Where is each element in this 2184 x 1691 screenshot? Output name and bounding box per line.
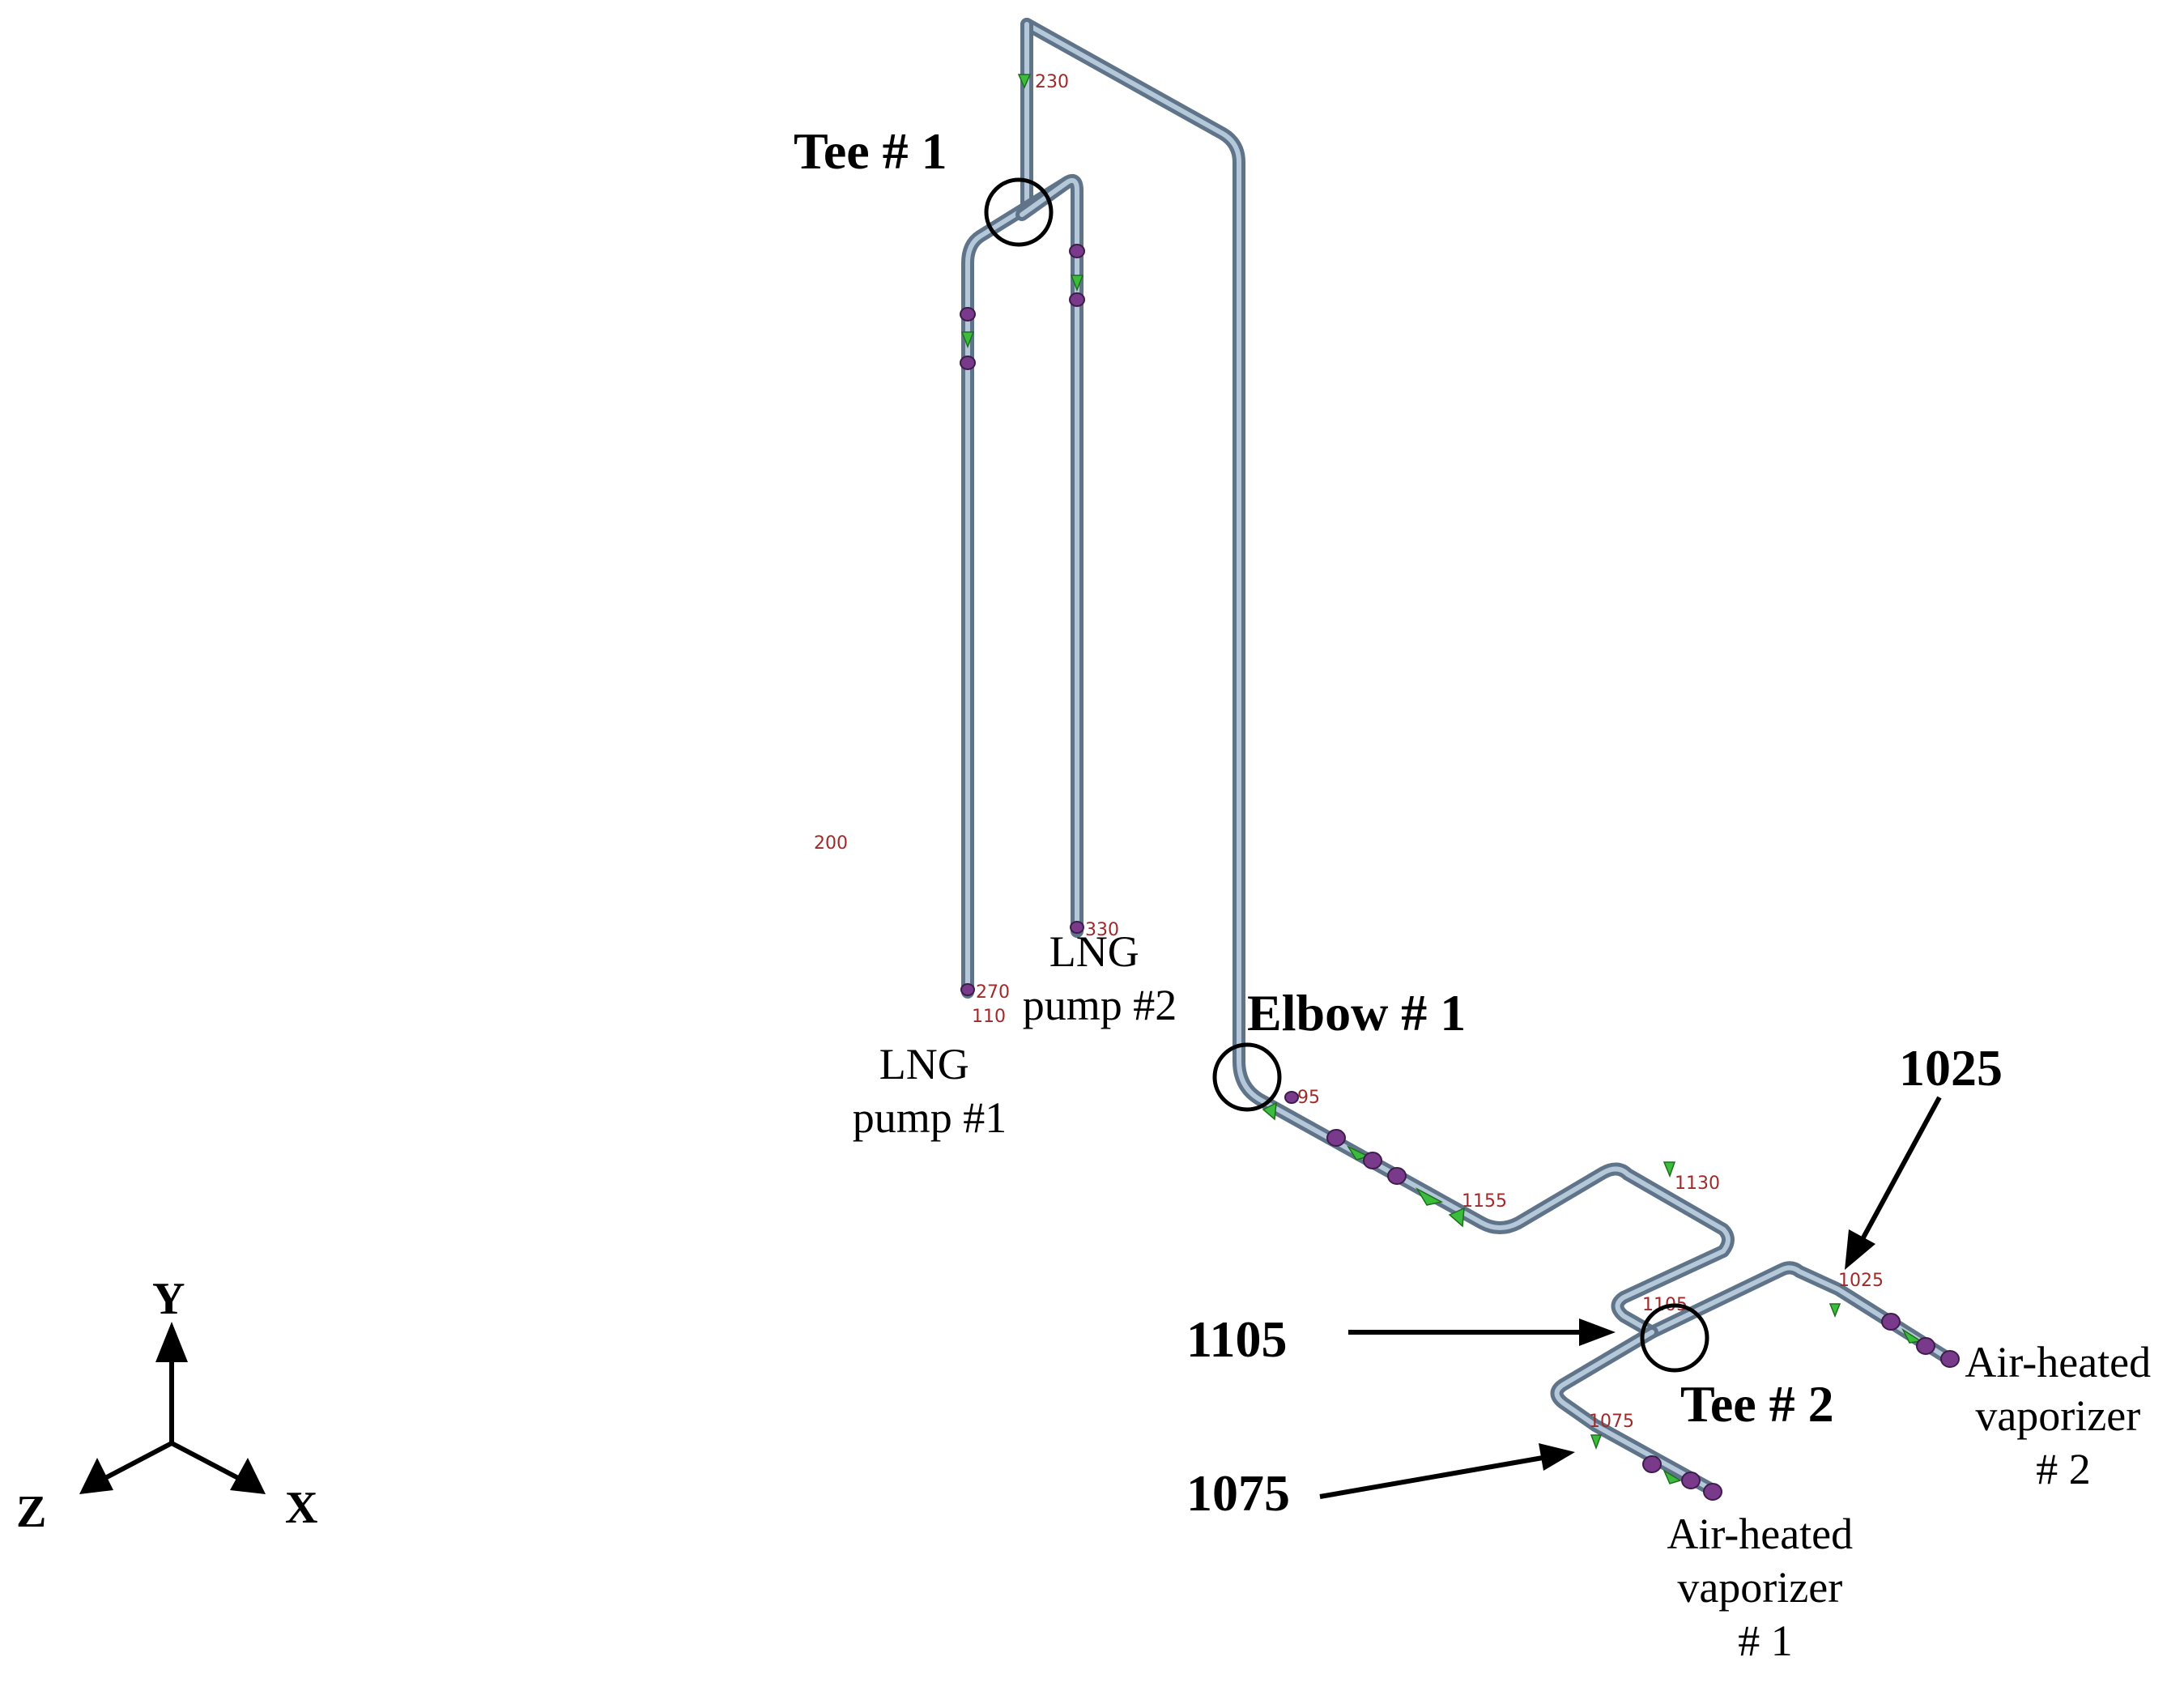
reference-arrows — [1319, 1096, 1942, 1499]
tee1-label: Tee # 1 — [794, 122, 947, 180]
pump1-label: LNG pump #1 — [853, 1040, 1007, 1142]
node-label-1130: 1130 — [1675, 1173, 1720, 1194]
axis-x-label: X — [285, 1483, 317, 1533]
node-label-1025-small: 1025 — [1838, 1271, 1884, 1291]
pipe-fittings — [960, 74, 1960, 1501]
node-label-270: 270 — [976, 982, 1010, 1003]
pump2-label: LNG pump #2 — [1023, 927, 1177, 1029]
elbow1-ring — [1212, 1042, 1282, 1112]
axis-triad: Y Z X — [16, 1274, 317, 1537]
node-label-110: 110 — [972, 1007, 1006, 1027]
ref-1105-label: 1105 — [1186, 1310, 1287, 1368]
vaporizer2-label: Air-heated vaporizer # 2 — [1965, 1338, 2161, 1493]
ref-1075-label: 1075 — [1186, 1464, 1290, 1522]
vaporizer1-label: Air-heated vaporizer # 1 — [1667, 1510, 1863, 1665]
ref-1025-label: 1025 — [1899, 1039, 2003, 1097]
axis-y-label: Y — [152, 1274, 185, 1324]
node-label-1075-small: 1075 — [1589, 1412, 1634, 1432]
axis-z-label: Z — [16, 1487, 46, 1537]
node-label-230: 230 — [1035, 72, 1069, 92]
pipe-to-pump2 — [1015, 174, 1083, 938]
node-label-95: 95 — [1297, 1088, 1320, 1108]
node-label-200: 200 — [814, 833, 848, 854]
elbow1-label: Elbow # 1 — [1247, 984, 1466, 1041]
tee2-ring — [1640, 1303, 1709, 1373]
pipe-network — [961, 18, 1958, 1497]
pipe-to-pump1 — [961, 176, 1074, 999]
node-label-330: 330 — [1085, 920, 1119, 940]
node-labels: 230 200 330 270 110 95 1155 1130 1025 11… — [814, 72, 1884, 1432]
pipe-main-riser — [1020, 18, 1735, 1339]
tee1-ring — [984, 177, 1054, 247]
node-label-1155: 1155 — [1462, 1191, 1507, 1212]
tee2-label: Tee # 2 — [1680, 1375, 1834, 1433]
